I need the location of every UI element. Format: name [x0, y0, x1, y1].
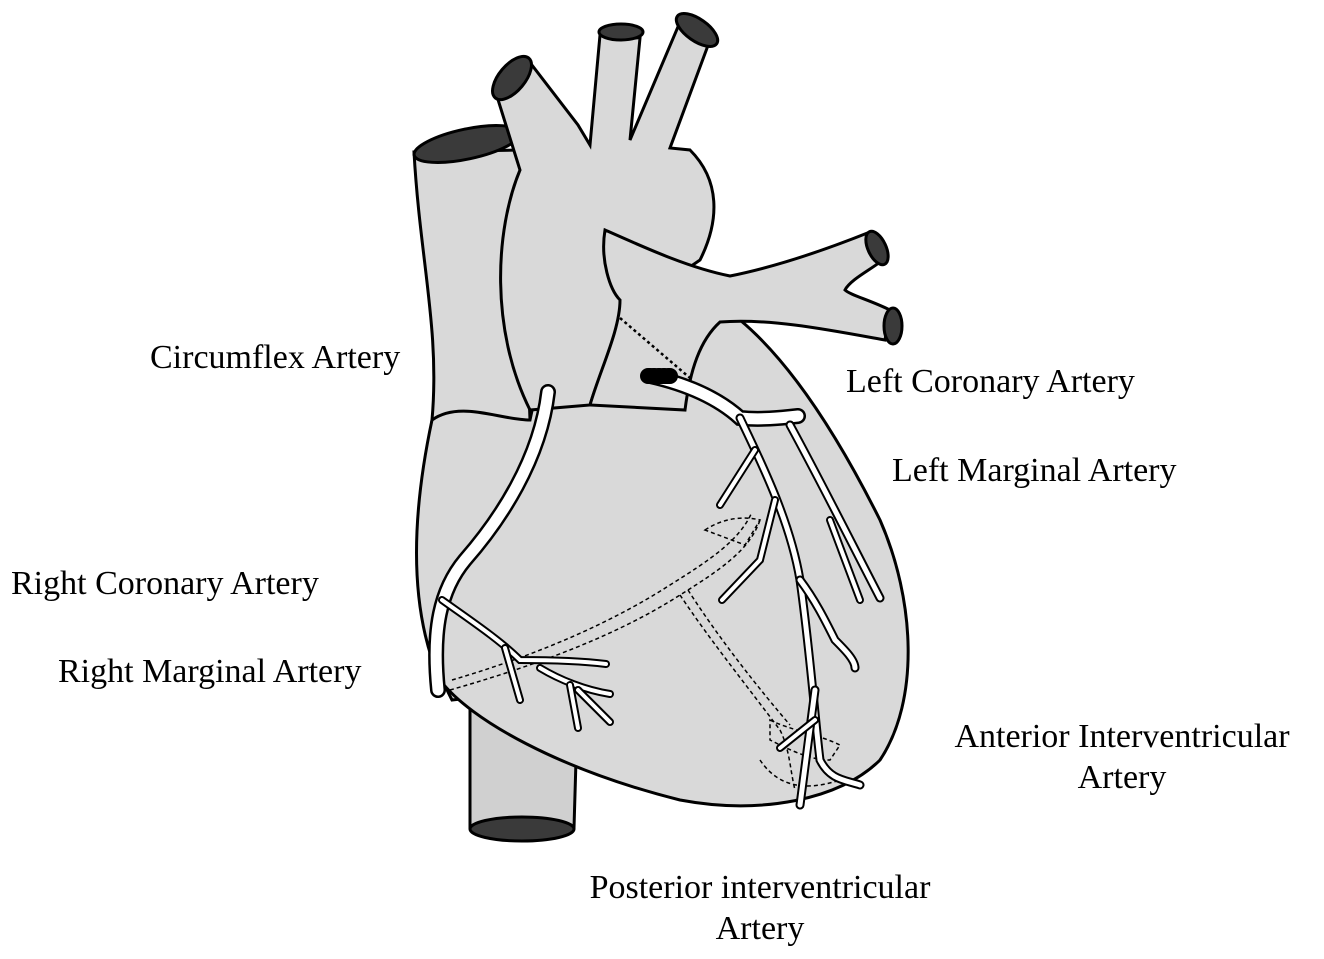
label-left-marginal-artery: Left Marginal Artery [892, 451, 1177, 492]
label-posterior-interventricular-artery: Posterior interventricular Artery [572, 868, 948, 950]
label-anterior-line-2: Artery [936, 758, 1308, 799]
label-posterior-line-2: Artery [572, 909, 948, 950]
label-right-marginal-artery: Right Marginal Artery [58, 652, 361, 693]
label-anterior-interventricular-artery: Anterior Interventricular Artery [936, 717, 1308, 799]
label-anterior-line-1: Anterior Interventricular [936, 717, 1308, 758]
label-left-coronary-artery: Left Coronary Artery [846, 362, 1135, 403]
label-posterior-line-1: Posterior interventricular [572, 868, 948, 909]
label-circumflex-artery: Circumflex Artery [150, 338, 400, 379]
label-right-coronary-artery: Right Coronary Artery [11, 564, 319, 605]
